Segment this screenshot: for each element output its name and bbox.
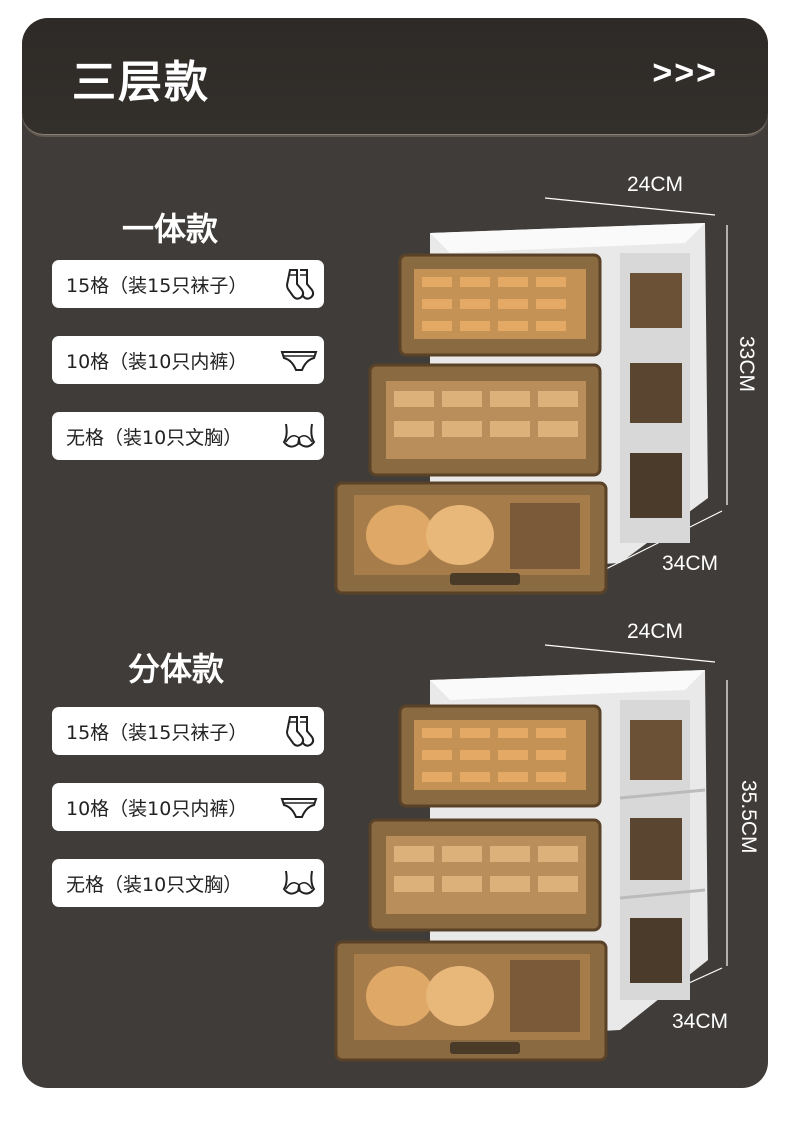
feature-bra: 无格（装10只文胸） <box>52 859 324 907</box>
height-dimension: 35.5CM <box>737 780 760 854</box>
feature-label: 无格（装10只文胸） <box>66 873 243 896</box>
depth-dimension: 34CM <box>662 552 719 575</box>
feature-label: 10格（装10只内裤） <box>66 797 248 820</box>
feature-underwear: 10格（装10只内裤） <box>52 336 324 384</box>
feature-label: 10格（装10只内裤） <box>66 350 248 373</box>
drawer-unit-integrated-image <box>334 223 708 595</box>
section-title-integrated: 一体款 <box>122 210 219 248</box>
feature-bra: 无格（装10只文胸） <box>52 412 324 460</box>
feature-label: 15格（装15只袜子） <box>66 721 248 744</box>
underwear-icon <box>280 351 318 371</box>
height-dimension-line <box>726 225 728 505</box>
width-dimension: 24CM <box>627 173 684 196</box>
width-dimension-line <box>544 197 716 216</box>
section-title-split: 分体款 <box>128 650 225 688</box>
feature-socks: 15格（装15只袜子） <box>52 260 324 308</box>
feature-underwear: 10格（装10只内裤） <box>52 783 324 831</box>
bra-icon <box>282 870 316 895</box>
header-bar: 三层款 >>> <box>22 18 768 135</box>
depth-dimension: 34CM <box>672 1010 729 1033</box>
feature-socks: 15格（装15只袜子） <box>52 707 324 755</box>
more-arrows[interactable]: >>> <box>652 54 718 92</box>
drawer-unit-split-image <box>334 670 708 1062</box>
height-dimension: 33CM <box>735 336 758 393</box>
height-dimension-line <box>726 680 728 966</box>
underwear-icon <box>280 798 318 818</box>
product-card: 三层款 >>> 一体款 15格（装15只袜子） 10格（装10只内裤） 无格（装… <box>22 18 768 1088</box>
socks-icon <box>285 269 315 300</box>
header-title: 三层款 <box>72 57 210 108</box>
width-dimension-line <box>544 644 716 663</box>
socks-icon <box>285 716 315 747</box>
feature-label: 15格（装15只袜子） <box>66 274 248 297</box>
feature-label: 无格（装10只文胸） <box>66 426 243 449</box>
bra-icon <box>282 423 316 448</box>
width-dimension: 24CM <box>627 620 684 643</box>
